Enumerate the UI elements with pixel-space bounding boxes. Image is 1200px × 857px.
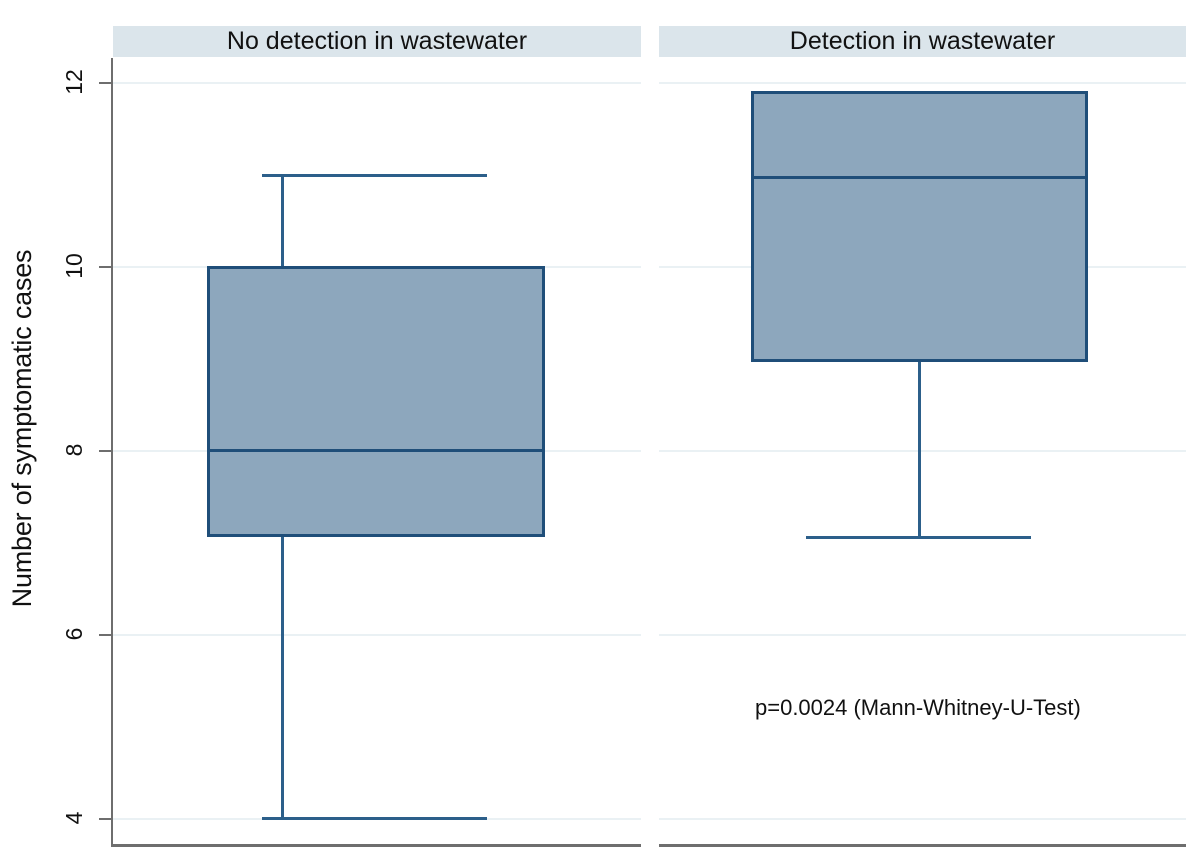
- y-tick-label-6: 6: [61, 627, 87, 641]
- y-tick-label-8: 8: [61, 443, 87, 457]
- lower-whisker-stem: [281, 537, 284, 819]
- panel-header-detection: Detection in wastewater: [659, 26, 1186, 57]
- box-iqr: [207, 266, 545, 537]
- gridline-12: [113, 82, 641, 84]
- y-tick-label-12: 12: [61, 69, 87, 95]
- gridline-4: [659, 818, 1186, 820]
- box-iqr: [751, 91, 1088, 362]
- y-tick-mark-4: [99, 818, 112, 820]
- y-tick-mark-8: [99, 450, 112, 452]
- p-value-annotation: p=0.0024 (Mann-Whitney-U-Test): [755, 695, 1081, 720]
- y-axis-title: Number of symptomatic cases: [6, 249, 37, 608]
- panel-no-detection: [113, 58, 641, 847]
- panel-detection: [659, 58, 1186, 847]
- gridline-12: [659, 82, 1186, 84]
- y-tick-label-4: 4: [61, 811, 87, 825]
- y-tick-mark-10: [99, 266, 112, 268]
- median-line: [751, 176, 1088, 179]
- median-line: [207, 449, 545, 452]
- y-tick-mark-6: [99, 634, 112, 636]
- panel-header-no-detection: No detection in wastewater: [113, 26, 641, 57]
- upper-whisker-stem: [281, 174, 284, 267]
- y-tick-label-10: 10: [61, 253, 87, 279]
- lower-whisker-stem: [918, 362, 921, 539]
- lower-whisker-cap: [262, 817, 487, 820]
- gridline-6: [113, 634, 641, 636]
- lower-whisker-cap: [806, 536, 1031, 539]
- x-axis-line-right: [659, 844, 1186, 847]
- y-tick-mark-12: [99, 82, 112, 84]
- y-axis-line: [111, 58, 113, 847]
- gridline-6: [659, 634, 1186, 636]
- gridline-8: [659, 450, 1186, 452]
- upper-whisker-cap: [262, 174, 487, 177]
- x-axis-line-left: [113, 844, 641, 847]
